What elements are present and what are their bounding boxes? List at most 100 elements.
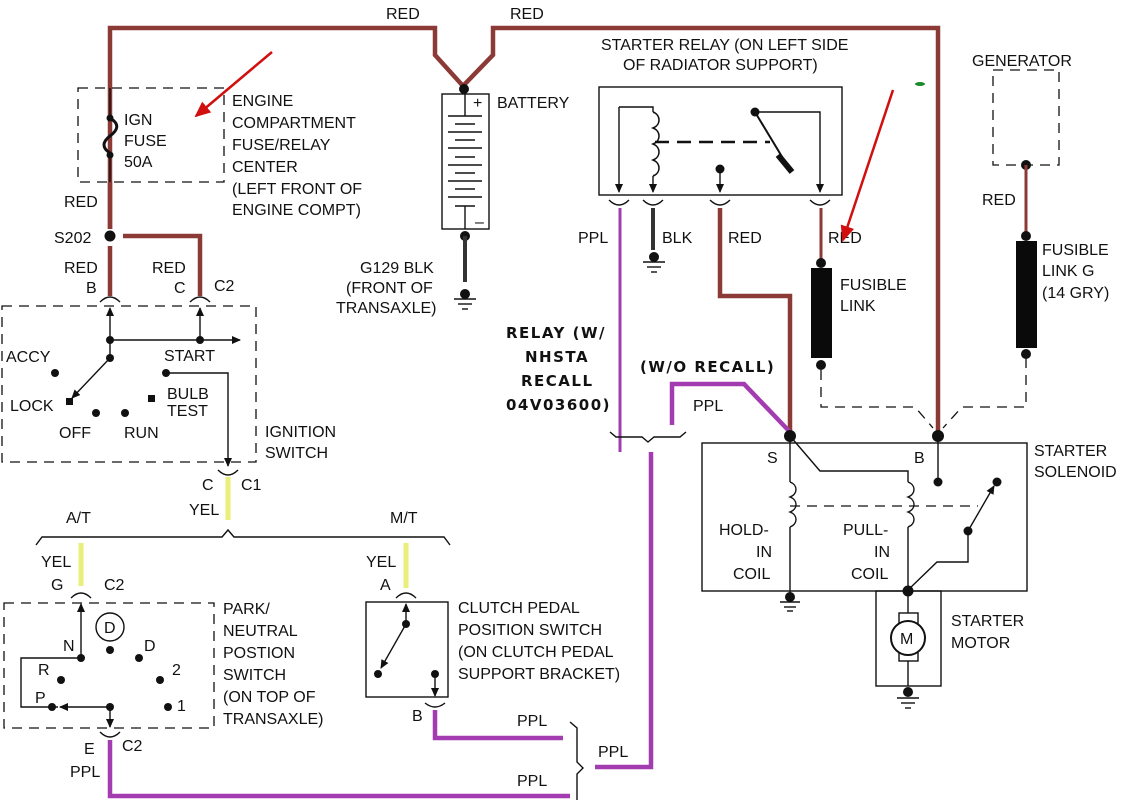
position-off-contact xyxy=(92,409,100,417)
pn-switch-title: NEUTRAL xyxy=(223,623,298,640)
wire-label-yel: YEL xyxy=(366,554,396,571)
transmission-branch: A/T M/T xyxy=(35,510,451,546)
connector-label-c1: C1 xyxy=(241,477,262,494)
clutch-pedal-position-switch: YEL A B CLUTCH PEDAL POSITION SWITCH (ON… xyxy=(365,543,620,741)
recall-with-label: RECALL xyxy=(521,372,594,390)
position-lock-contact xyxy=(66,398,73,405)
wire-label-yel: YEL xyxy=(189,502,219,519)
pin-label-g: G xyxy=(51,577,63,594)
pull-in-label: COIL xyxy=(851,566,888,583)
position-r-contact xyxy=(57,676,65,684)
pn-switch-title: TRANSAXLE) xyxy=(223,711,323,728)
fuse-center-title-line: (LEFT FRONT OF xyxy=(232,181,362,198)
pin-label-c: C xyxy=(174,280,186,297)
relay-coil-icon xyxy=(650,111,660,177)
fuse-label-line: FUSE xyxy=(124,133,167,150)
fusible-link-label: FUSIBLE xyxy=(840,277,907,294)
bulb-test-contact xyxy=(148,395,155,402)
battery-label: BATTERY xyxy=(497,95,570,112)
bulb-test-label: BULB xyxy=(167,386,209,403)
battery-cells-icon xyxy=(448,115,482,207)
branch-bracket xyxy=(35,528,451,546)
generator-boundary xyxy=(992,69,1060,166)
hold-in-label: IN xyxy=(756,544,772,561)
wire-label-red: RED xyxy=(64,194,98,211)
motor-icon xyxy=(890,620,926,656)
terminal-b-label: B xyxy=(914,450,925,467)
connector-icon xyxy=(99,731,121,738)
purple-wire xyxy=(595,452,654,770)
position-label-2: 2 xyxy=(172,662,181,679)
solenoid-title: STARTER xyxy=(1034,443,1107,460)
wire-label-red: RED xyxy=(64,260,98,277)
ignition-switch-boundary xyxy=(1,305,257,463)
position-n-contact xyxy=(77,654,85,662)
fusible-link-g-label: FUSIBLE xyxy=(1042,242,1109,259)
ground-label-line: G129 BLK xyxy=(360,260,434,277)
ground-label-line: (FRONT OF xyxy=(346,280,433,297)
position-label-accy: ACCY xyxy=(6,349,51,366)
ground-icon xyxy=(780,592,800,612)
wire-label-ppl: PPL xyxy=(517,773,547,790)
wire-label-ppl: PPL xyxy=(70,764,100,781)
position-label-p: P xyxy=(35,690,46,707)
position-label-run: RUN xyxy=(124,425,159,442)
battery-positive-node xyxy=(459,84,469,94)
circle-d-label: D xyxy=(104,620,116,637)
fuse-center-title-line: FUSE/RELAY xyxy=(232,137,331,154)
pin-label-b: B xyxy=(412,708,423,725)
purple-wire xyxy=(107,740,570,799)
starter-relay-title: STARTER RELAY (ON LEFT SIDE xyxy=(601,37,848,54)
ignition-switch-title: IGNITION xyxy=(265,424,336,441)
position-run-contact xyxy=(121,409,129,417)
fusible-link-g-label: (14 GRY) xyxy=(1042,285,1109,302)
starter-solenoid: S B STARTER SOLENOID HOLD- IN COIL PULL-… xyxy=(701,430,1117,612)
relay-pin-label-blk: BLK xyxy=(662,230,693,247)
fusible-link-g-label: LINK G xyxy=(1042,263,1094,280)
pin-label-a: A xyxy=(380,577,391,594)
starter-relay-body xyxy=(598,86,843,196)
recall-bracket xyxy=(609,431,687,443)
starter-relay-title: OF RADIATOR SUPPORT) xyxy=(623,57,818,74)
pn-switch-title: PARK/ xyxy=(223,601,270,618)
fuse-center-title-line: CENTER xyxy=(232,159,298,176)
fusible-link-label: LINK xyxy=(840,298,876,315)
fusible-link-g-icon xyxy=(1016,241,1037,348)
generator: GENERATOR RED FUSIBLE LINK G (14 GRY) xyxy=(942,53,1109,429)
annotation-arrow-icon xyxy=(840,89,895,242)
clutch-switch-title: CLUTCH PEDAL xyxy=(458,600,580,617)
splice-s202: S202 RED RED B C C2 xyxy=(54,230,235,303)
fuse-label-line: IGN xyxy=(124,112,152,129)
wire-label-ppl: PPL xyxy=(517,713,547,730)
ground-icon xyxy=(897,687,919,709)
green-mark xyxy=(915,82,925,86)
bulb-test-label: TEST xyxy=(167,403,208,420)
branch-label-mt: M/T xyxy=(390,510,418,527)
fusible-link-icon xyxy=(811,268,832,358)
starter-motor-title: STARTER xyxy=(951,613,1024,630)
clutch-switch-title: POSITION SWITCH xyxy=(458,622,602,639)
pull-in-label: PULL- xyxy=(843,522,888,539)
position-label-lock: LOCK xyxy=(10,398,54,415)
purple-wire-without-recall xyxy=(669,381,792,434)
hold-in-coil-icon xyxy=(788,481,797,528)
connector-icon xyxy=(395,592,417,599)
relay-pin-label-ppl: PPL xyxy=(578,230,608,247)
pin-label-c: C xyxy=(202,477,214,494)
clutch-switch-title: SUPPORT BRACKET) xyxy=(458,666,620,683)
recall-notes: RELAY (W/ NHSTA RECALL 04V03600) (W/O RE… xyxy=(506,324,792,443)
pin-label-e: E xyxy=(84,741,95,758)
connector-icon xyxy=(99,296,211,303)
circle-d-icon xyxy=(95,612,125,642)
pn-switch-title: SWITCH xyxy=(223,667,286,684)
recall-with-label: NHSTA xyxy=(525,348,589,366)
position-1-contact xyxy=(164,703,172,711)
pn-switch-title: (ON TOP OF xyxy=(223,689,316,706)
wire-label-red-left: RED xyxy=(386,6,420,23)
battery-minus-sign: – xyxy=(475,214,484,231)
pull-in-label: IN xyxy=(874,544,890,561)
position-d-contact xyxy=(135,654,143,662)
position-p-contact xyxy=(48,703,56,711)
wire-label-yel: YEL xyxy=(41,554,71,571)
